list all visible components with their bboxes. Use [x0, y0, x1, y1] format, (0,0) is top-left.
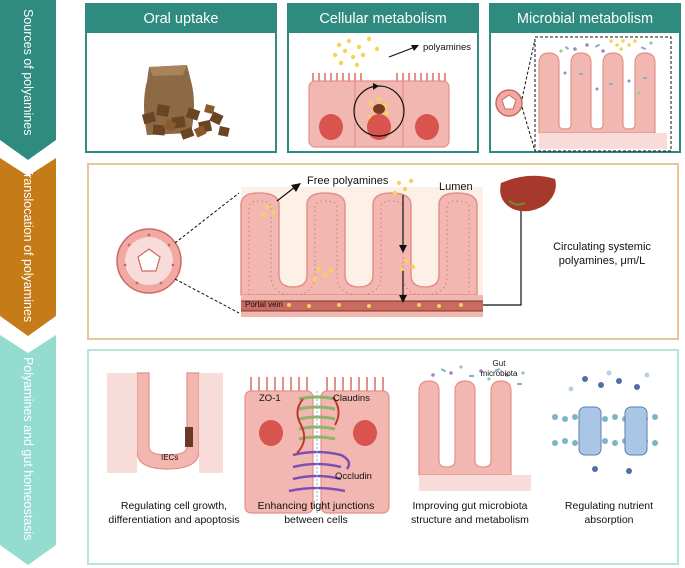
iecs-label: IECs [161, 453, 179, 462]
zo1-label: ZO-1 [259, 393, 281, 404]
caption-nutrient-absorption: Regulating nutrient absorption [564, 500, 654, 526]
panel-homeostasis: IECs ZO-1 Claudins Occludin Gut microbio… [87, 349, 679, 565]
panel-translocation: Free polyamines Lumen Portal vein Circul… [87, 163, 679, 340]
circulating-label: Circulating systemic polyamines, μm/L [553, 241, 651, 267]
section-tab-sources-shape [0, 0, 56, 160]
microbiota-villi-illustration [418, 365, 531, 491]
section-tab-translocation: Translocation of polyamines [0, 158, 56, 338]
caption-tight-junctions: Enhancing tight junctions between cells [257, 500, 375, 526]
free-polyamines-label: Free polyamines [307, 175, 389, 187]
caption-cell-growth: Regulating cell growth, differentiation … [108, 500, 240, 526]
lumen-label: Lumen [439, 181, 473, 193]
section-tab-homeostasis: Polyamines and gut homeostasis [0, 335, 56, 568]
panel-cellular-metabolism: Cellular metabolism pol [287, 3, 479, 153]
section-tab-translocation-shape [0, 158, 56, 336]
microbial-gut-illustration [495, 36, 672, 152]
claudins-label: Claudins [333, 393, 370, 404]
section-tab-sources: Sources of polyamines [0, 0, 56, 162]
portal-vein-label: Portal vein [245, 300, 283, 309]
tight-junction-illustration [244, 377, 390, 514]
polyamines-label: polyamines [423, 42, 472, 53]
section-label-homeostasis: Polyamines and gut homeostasis [21, 357, 35, 541]
section-label-translocation: Translocation of polyamines [21, 167, 35, 323]
section-tab-homeostasis-shape [0, 335, 56, 565]
caption-microbiota: Improving gut microbiota structure and m… [411, 500, 529, 526]
homeostasis-illustration [107, 365, 658, 514]
gut-microbiota-label: Gut microbiota [480, 359, 518, 378]
panel-oral-uptake-header: Oral uptake [87, 5, 275, 33]
cell-metabolism-illustration [308, 36, 450, 148]
panel-cellular-metabolism-header: Cellular metabolism [289, 5, 477, 33]
panel-microbial-metabolism: Microbial metabolism [489, 3, 681, 153]
panel-oral-uptake: Oral uptake [85, 3, 277, 153]
crypt-illustration [107, 372, 223, 473]
food-sack-illustration [141, 65, 230, 140]
section-label-sources: Sources of polyamines [21, 9, 35, 136]
occludin-label: Occludin [335, 471, 372, 482]
panel-microbial-metabolism-header: Microbial metabolism [491, 5, 679, 33]
membrane-transport-illustration [552, 370, 658, 474]
translocation-illustration [116, 175, 556, 317]
